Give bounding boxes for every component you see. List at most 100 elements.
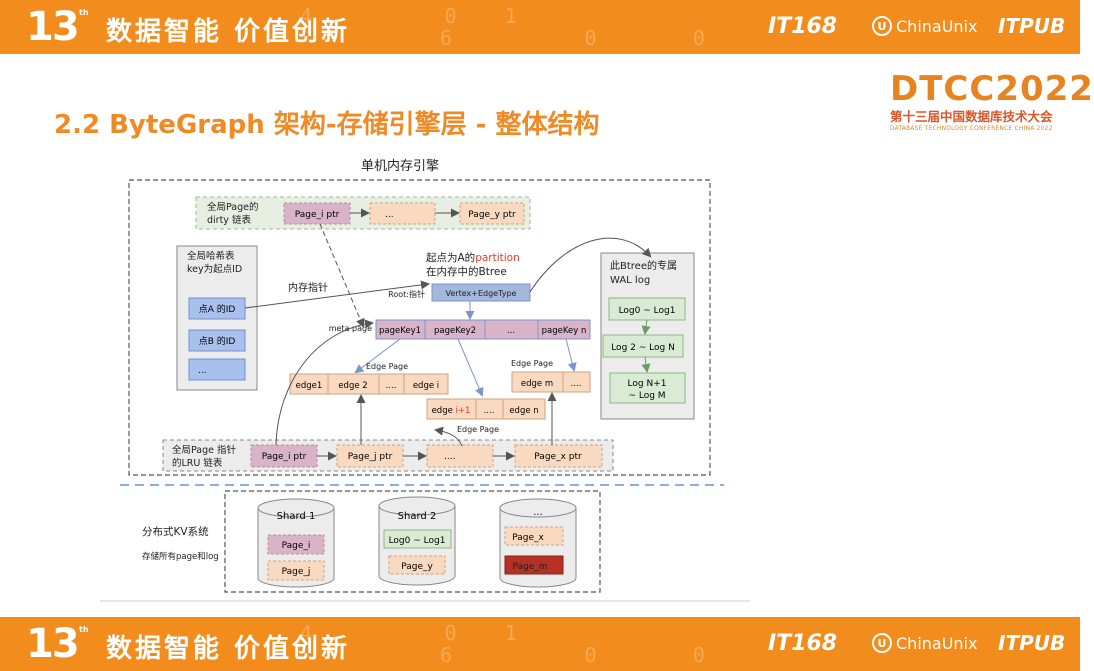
shard-item: Page_i: [282, 541, 311, 551]
shard-name: Shard 2: [398, 511, 437, 522]
meta-key: pageKey1: [379, 326, 421, 336]
dirty-list-label: dirty 链表: [207, 214, 251, 226]
dtcc-logo: DTCC2022 第十三届中国数据库技术大会 DATABASE TECHNOLO…: [890, 69, 1094, 133]
lru-to-edge-arrow: [434, 426, 463, 447]
banner-decoration: 6 0 0: [440, 26, 705, 50]
dirty-list-label: 全局Page的: [207, 201, 259, 213]
dtcc-en-name: DATABASE TECHNOLOGY CONFERENCE CHINA 202…: [890, 126, 1053, 132]
edge-cell: edge 2: [338, 381, 367, 391]
edge-page-left: edge1 edge 2 .... edge i: [289, 373, 449, 395]
meta-arrow: [457, 338, 484, 397]
btree-root-label: Vertex+EdgeType: [446, 289, 517, 298]
itpub-logo: ITPUB: [998, 14, 1066, 38]
root-label: Root:指针: [388, 289, 425, 299]
shard-2: Shard 2 Log0 ~ Log1 Page_y: [378, 496, 456, 586]
shard-item: Log0 ~ Log1: [389, 536, 446, 546]
wal-entry: Log 2 ~ Log N: [611, 343, 675, 353]
edition-suffix: th: [79, 625, 89, 634]
btree-caption: 起点为A的partition: [426, 251, 520, 264]
edge-cell: edge m: [521, 379, 553, 389]
dirty-item: Page_i ptr: [295, 210, 340, 220]
engine-title: 单机内存引擎: [361, 158, 439, 174]
edge-cell: edge1: [296, 381, 323, 391]
edge-cell: edge i: [413, 381, 439, 391]
wal-entry: Log0 ~ Log1: [619, 306, 676, 316]
shard-1: Shard 1 Page_i Page_j: [257, 498, 335, 588]
shard-item: Page_m: [512, 562, 547, 572]
hash-entry: 点A 的ID: [199, 303, 236, 315]
edge-cell: edge n: [509, 406, 538, 416]
btree-to-wal-arrow: [529, 237, 652, 293]
edge-cell: edge i+1: [432, 406, 471, 416]
edge-cell: ....: [484, 406, 495, 416]
lru-item: Page_j ptr: [348, 452, 393, 462]
pointer-arrow: [244, 280, 430, 309]
pointer-label: 内存指针: [288, 281, 328, 294]
shard-item: Page_j: [282, 567, 311, 577]
shard-name: ...: [533, 507, 543, 518]
meta-arrow: [354, 338, 401, 374]
hash-entry: ...: [198, 366, 207, 376]
dirty-item: ...: [385, 210, 394, 220]
dirty-item: Page_y ptr: [468, 210, 516, 220]
kv-label: 分布式KV系统: [142, 525, 209, 538]
edge-cell: ....: [571, 379, 582, 389]
edge-page-label: Edge Page: [366, 362, 408, 371]
shard-item: Page_x: [512, 533, 544, 543]
slide-title: 2.2 ByteGraph 架构-存储引擎层 - 整体结构: [54, 110, 600, 140]
lru-item: Page_x ptr: [534, 452, 582, 462]
shard-name: Shard 1: [277, 511, 316, 522]
chinaunix-icon: U: [872, 633, 892, 653]
wal-log: 此Btree的专属 WAL log Log0 ~ Log1 Log 2 ~ Lo…: [600, 252, 695, 420]
lru-label: 的LRU 链表: [172, 457, 223, 469]
wal-entry: Log N+1: [628, 379, 667, 389]
kv-box: [224, 490, 601, 593]
hash-table-label: 全局哈希表: [187, 250, 235, 262]
meta-key: ...: [507, 326, 515, 336]
lru-item: ....: [444, 452, 455, 462]
meta-key: pageKey2: [434, 326, 476, 336]
chinaunix-icon: U: [872, 16, 892, 36]
banner-slogan: 数据智能 价值创新: [106, 17, 351, 47]
meta-page: pageKey1 pageKey2 ... pageKey n: [375, 319, 591, 340]
wal-label: WAL log: [610, 275, 650, 286]
wal-label: 此Btree的专属: [610, 259, 677, 272]
lru-label: 全局Page 指针: [172, 444, 237, 456]
lru-to-meta-arrow: [275, 319, 374, 446]
btree-caption: 在内存中的Btree: [426, 265, 507, 278]
shard-3: ... Page_x Page_m: [499, 498, 577, 588]
dtcc-name: DTCC2022: [890, 69, 1094, 109]
edge-page-mid: edge i+1 .... edge n: [426, 398, 546, 420]
shard-item: Page_y: [401, 562, 433, 572]
lru-item: Page_i ptr: [262, 452, 307, 462]
banner-slogan: 数据智能 价值创新: [106, 634, 351, 664]
it168-logo: IT168: [768, 14, 838, 39]
banner-decoration: 4 0 1: [300, 4, 517, 28]
dirty-to-meta-arrow: [319, 223, 365, 328]
edge-page-right: edge m ....: [511, 371, 591, 393]
banner-decoration: 4 0 1: [300, 621, 517, 645]
edition-number: 13: [26, 4, 80, 50]
dirty-list: 全局Page的 dirty 链表 Page_i ptr ... Page_y p…: [195, 196, 531, 230]
wal-entry: ~ Log M: [628, 391, 665, 401]
edge-page-label: Edge Page: [511, 359, 553, 368]
edge-page-label: Edge Page: [457, 425, 499, 434]
edition-suffix: th: [79, 8, 89, 17]
hash-table-label: key为起点ID: [187, 263, 242, 275]
lru-list: 全局Page 指针 的LRU 链表 Page_i ptr Page_j ptr …: [162, 439, 614, 472]
btree-root: [431, 283, 531, 302]
it168-logo: IT168: [768, 631, 838, 656]
dtcc-cn-name: 第十三届中国数据库技术大会: [890, 109, 1053, 124]
edition-number: 13: [26, 621, 80, 667]
hash-entry: 点B 的ID: [199, 335, 236, 347]
hash-table: 全局哈希表 key为起点ID 点A 的ID 点B 的ID ...: [176, 245, 258, 391]
kv-sublabel: 存储所有page和log: [142, 551, 219, 562]
edge-cell: ....: [386, 381, 397, 391]
meta-arrow: [565, 338, 577, 372]
banner-decoration: 6 0 0: [440, 643, 705, 667]
